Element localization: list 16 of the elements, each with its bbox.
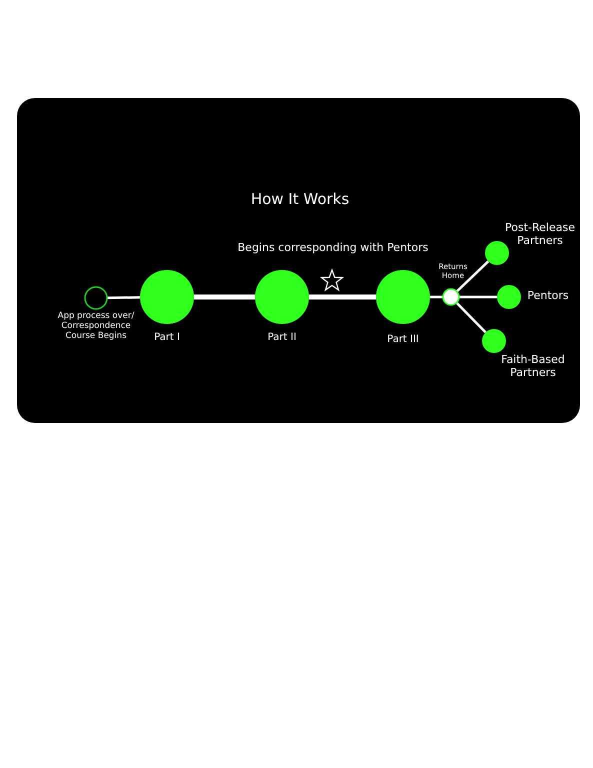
connector-line (309, 294, 376, 300)
connector-line (459, 296, 497, 298)
annotation-text: Begins corresponding with Pentors (236, 242, 430, 255)
connector-line (456, 260, 490, 292)
connector-line (456, 302, 486, 334)
node-caption: Post-Release Partners (504, 222, 576, 248)
diagram-title: How It Works (250, 191, 350, 208)
node-caption: Part II (266, 332, 298, 344)
node-caption: Part III (386, 334, 420, 346)
node-caption: Part I (153, 332, 181, 344)
node-caption: Pentors (526, 290, 570, 303)
node-caption: Faith-Based Partners (500, 354, 566, 380)
connector-line (106, 296, 140, 300)
connector-line (430, 296, 443, 298)
node-caption: App process over/ Correspondence Course Begins (56, 312, 136, 342)
connector-line (194, 294, 255, 300)
